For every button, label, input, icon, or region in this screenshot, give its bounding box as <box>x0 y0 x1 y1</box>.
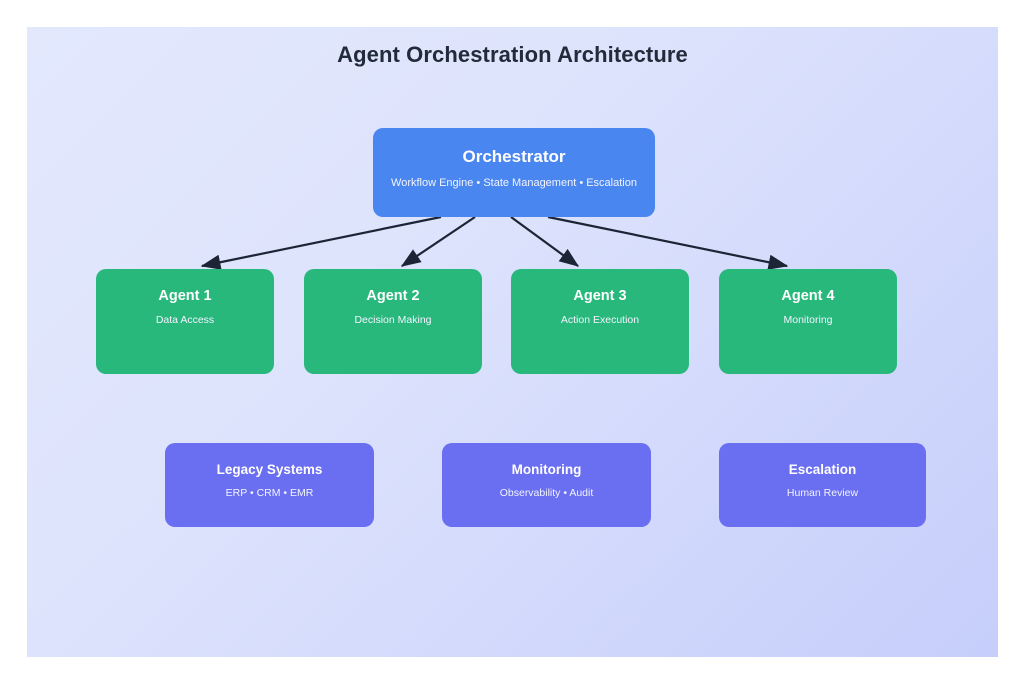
connector-orchestrator-to-agent-1 <box>200 215 442 270</box>
node-agent-2[interactable]: Agent 2 Decision Making <box>304 269 482 374</box>
node-agent-2-subtitle: Decision Making <box>354 313 432 326</box>
node-monitoring-title: Monitoring <box>511 462 582 477</box>
node-agent-1-subtitle: Data Access <box>155 313 215 326</box>
node-agent-3[interactable]: Agent 3 Action Execution <box>511 269 689 374</box>
node-agent-4-title: Agent 4 <box>781 288 835 304</box>
node-orchestrator[interactable]: Orchestrator Workflow Engine • State Man… <box>373 128 655 217</box>
node-legacy-systems[interactable]: Legacy Systems ERP • CRM • EMR <box>165 443 374 527</box>
node-agent-2-title: Agent 2 <box>366 288 420 304</box>
node-agent-4[interactable]: Agent 4 Monitoring <box>719 269 897 374</box>
node-agent-1[interactable]: Agent 1 Data Access <box>96 269 274 374</box>
page-title: Agent Orchestration Architecture <box>337 42 688 67</box>
node-monitoring-subtitle: Observability • Audit <box>499 486 594 499</box>
node-legacy-systems-title: Legacy Systems <box>216 462 323 477</box>
node-escalation-title: Escalation <box>788 462 857 477</box>
node-agent-4-subtitle: Monitoring <box>783 313 833 326</box>
node-legacy-systems-subtitle: ERP • CRM • EMR <box>225 486 314 499</box>
connector-orchestrator-to-agent-2 <box>400 216 476 267</box>
connector-orchestrator-to-agent-4 <box>547 215 789 270</box>
node-agent-1-title: Agent 1 <box>158 288 212 304</box>
node-agent-3-title: Agent 3 <box>573 288 627 304</box>
connector-orchestrator-to-agent-3 <box>510 216 580 267</box>
diagram-canvas: Agent Orchestration Architecture Orchest… <box>27 27 998 657</box>
node-orchestrator-subtitle: Workflow Engine • State Management • Esc… <box>391 176 637 189</box>
node-escalation[interactable]: Escalation Human Review <box>719 443 926 527</box>
node-agent-3-subtitle: Action Execution <box>560 313 640 326</box>
node-orchestrator-title: Orchestrator <box>462 147 566 166</box>
node-escalation-subtitle: Human Review <box>786 486 859 499</box>
node-monitoring[interactable]: Monitoring Observability • Audit <box>442 443 651 527</box>
